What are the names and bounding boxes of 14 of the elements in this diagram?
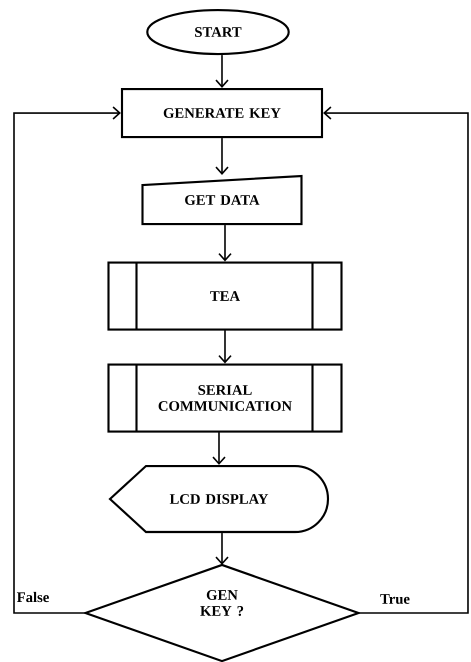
arrow — [215, 55, 229, 88]
arrow — [323, 106, 469, 614]
arrow — [215, 138, 229, 175]
edge-label: False — [15, 590, 51, 604]
process-box: GENERATE KEY — [120, 88, 324, 138]
arrow — [218, 225, 232, 262]
arrow — [212, 432, 226, 465]
subroutine-box: TEA — [107, 261, 343, 331]
subroutine-box: SERIAL COMMUNICATION — [107, 363, 343, 433]
edge-label: True — [378, 592, 412, 606]
arrow — [218, 330, 232, 364]
arrow — [215, 533, 229, 565]
input-box: GET DATA — [141, 174, 303, 226]
arrow — [13, 106, 121, 614]
